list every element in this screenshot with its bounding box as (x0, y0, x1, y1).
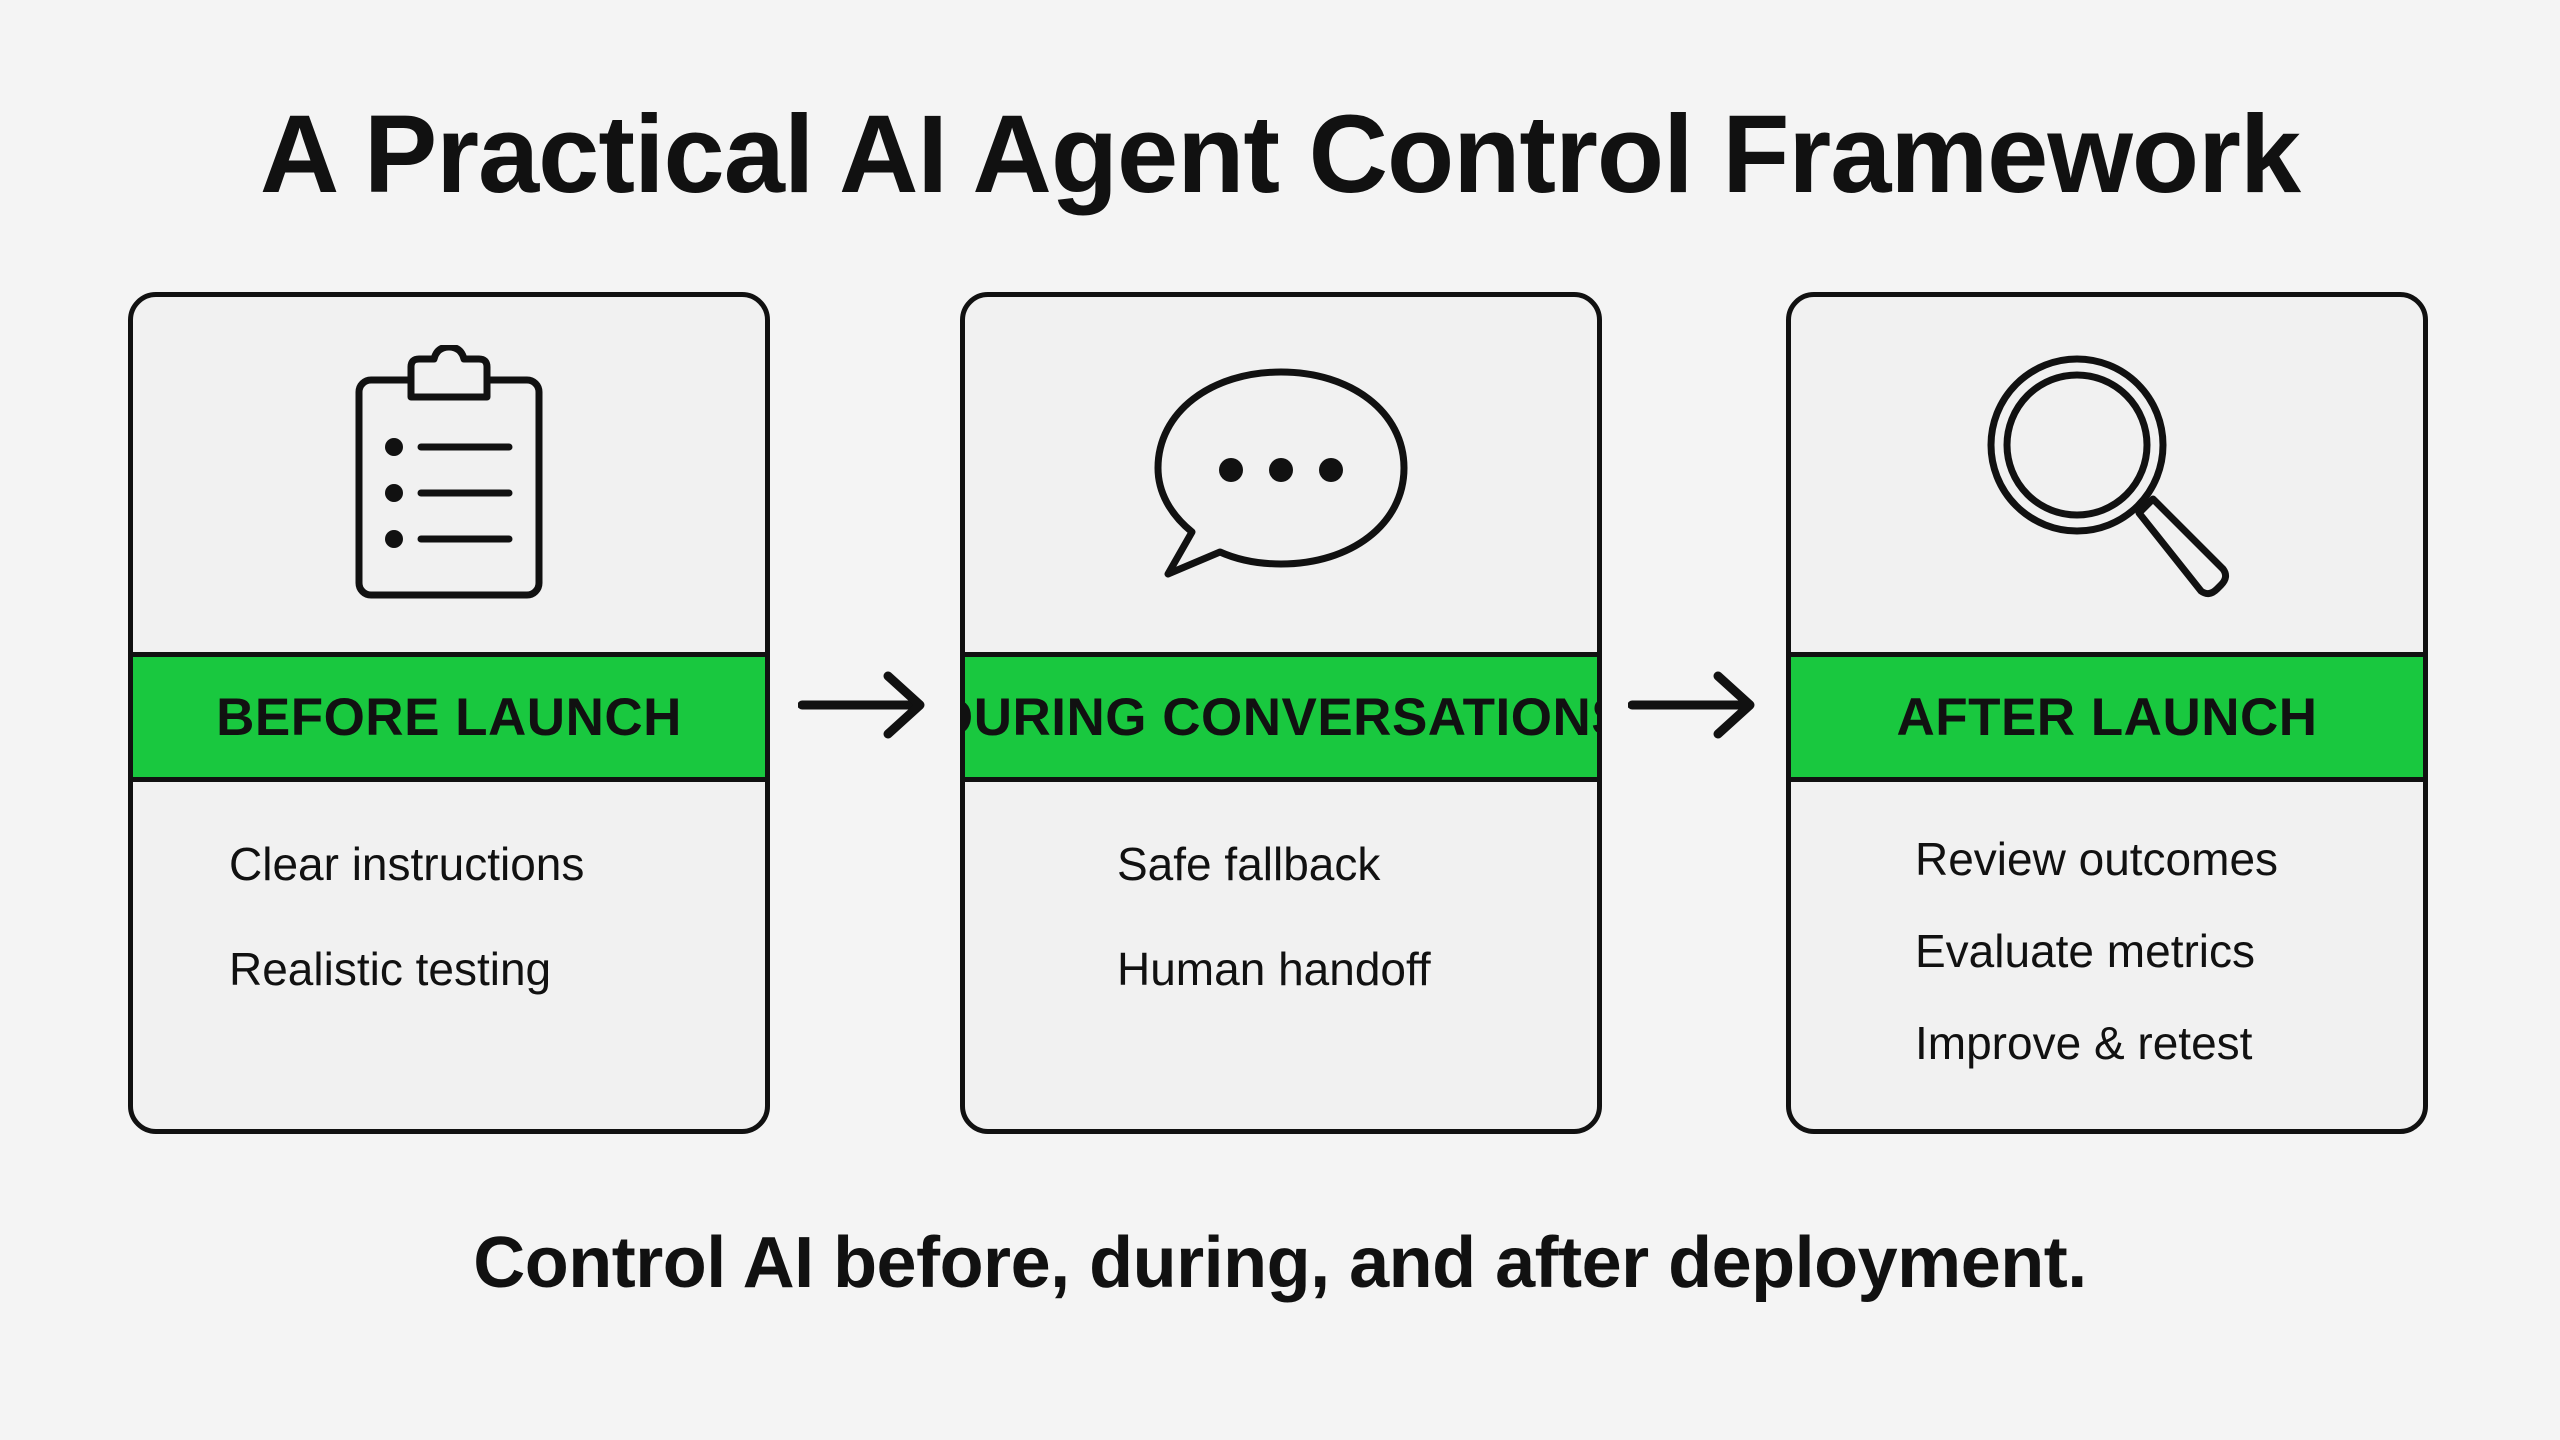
footer-tagline: Control AI before, during, and after dep… (473, 1223, 2087, 1303)
page-title: A Practical AI Agent Control Framework (259, 93, 2301, 216)
stage-item: Clear instructions (229, 838, 585, 890)
magnifier-icon (1987, 355, 2230, 597)
stage-items: Review outcomes Evaluate metrics Improve… (1791, 782, 2423, 1129)
stage-items: Safe fallback Human handoff (965, 782, 1597, 1129)
stage-label: AFTER LAUNCH (1896, 687, 2318, 747)
stage-card-before-launch: BEFORE LAUNCH Clear instructions Realist… (128, 292, 770, 1134)
stage-item: Realistic testing (229, 943, 552, 995)
stage-label: BEFORE LAUNCH (216, 687, 682, 747)
stage-banner: AFTER LAUNCH (1791, 652, 2423, 782)
stage-item: Evaluate metrics (1915, 925, 2256, 977)
clipboard-icon (355, 344, 543, 598)
stage-label: DURING CONVERSATIONS (960, 687, 1602, 747)
stage-card-during-conversations: DURING CONVERSATIONS Safe fallback Human… (960, 292, 1602, 1134)
stage-item: Human handoff (1117, 943, 1431, 995)
stage-banner: BEFORE LAUNCH (133, 652, 765, 782)
stage-card-after-launch: AFTER LAUNCH Review outcomes Evaluate me… (1786, 292, 2428, 1134)
arrow-right-icon (798, 671, 925, 739)
stage-item: Safe fallback (1117, 838, 1381, 890)
stage-banner: DURING CONVERSATIONS (965, 652, 1597, 782)
stage-item: Improve & retest (1915, 1017, 2253, 1069)
stage-items: Clear instructions Realistic testing (133, 782, 765, 1129)
chat-bubble-icon (1154, 368, 1408, 577)
arrow-right-icon (1628, 671, 1755, 739)
stage-item: Review outcomes (1915, 833, 2279, 885)
